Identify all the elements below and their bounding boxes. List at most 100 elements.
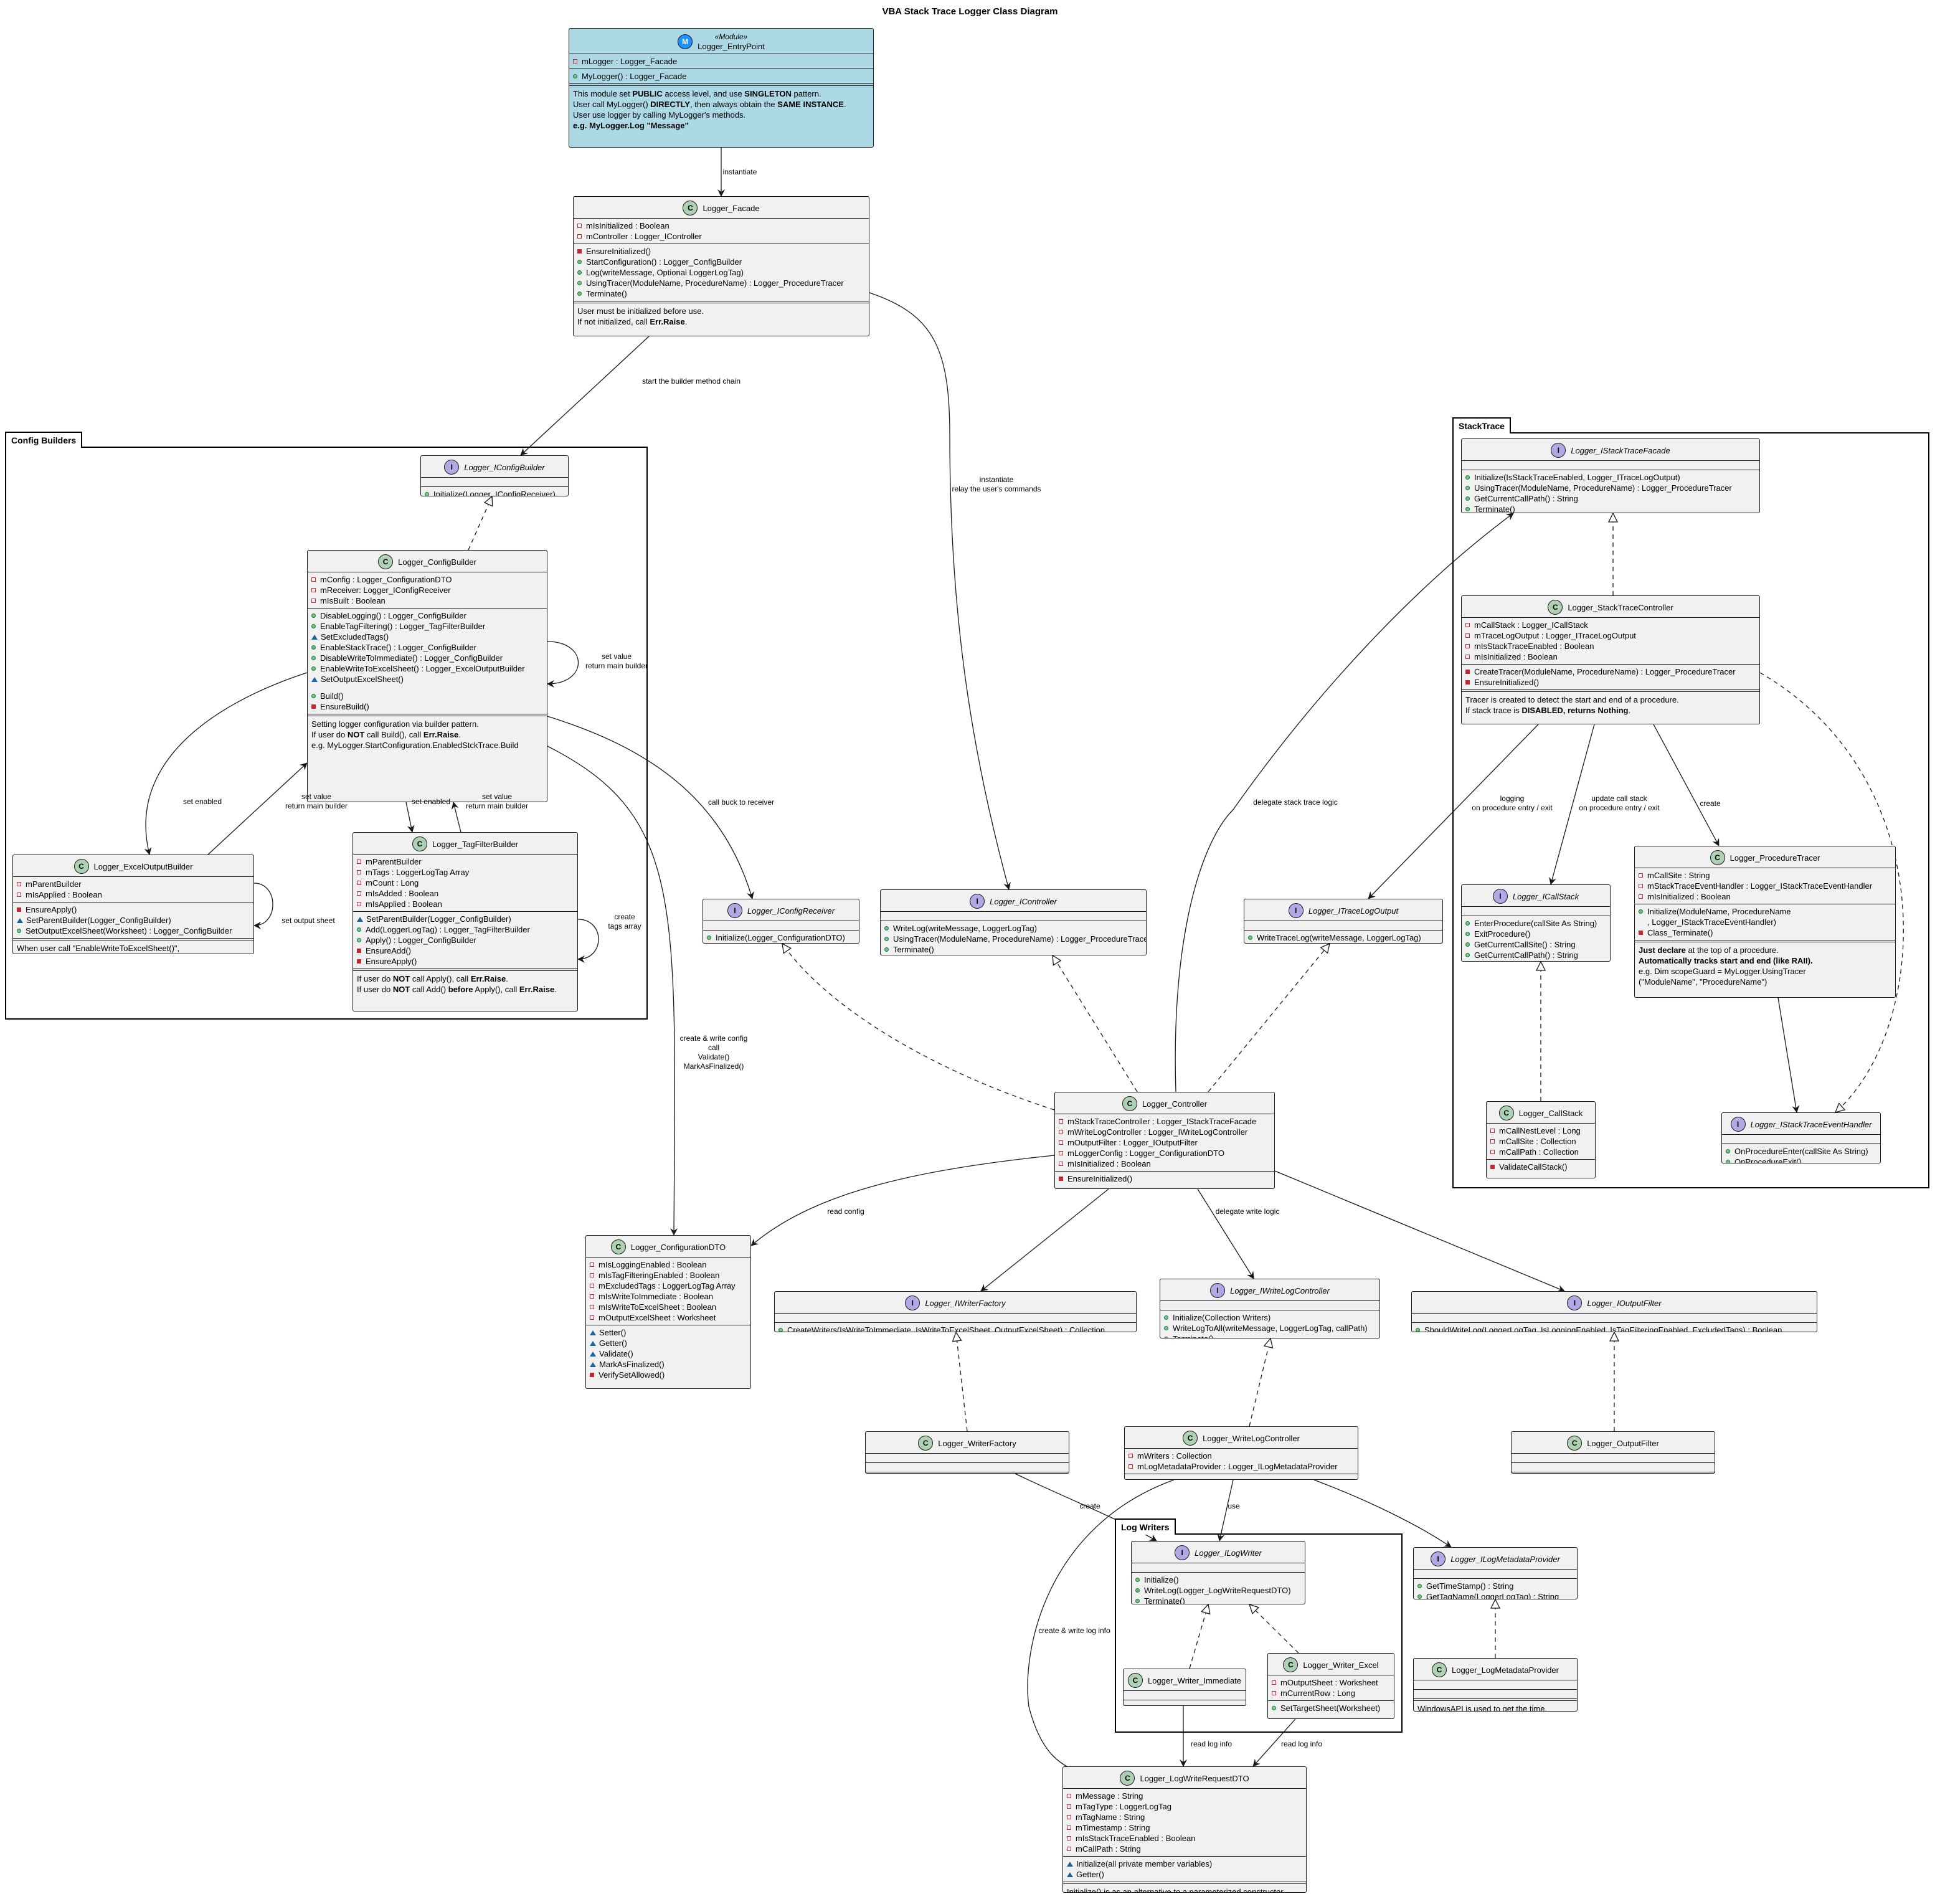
class-name: Logger_OutputFilter	[1587, 1438, 1659, 1448]
visibility-marker	[577, 291, 582, 296]
visibility-marker	[1490, 1165, 1495, 1169]
class-type-icon: C	[610, 1239, 626, 1254]
visibility-marker	[1639, 894, 1643, 899]
class-type-icon: C	[683, 201, 698, 216]
method-row: Setter()	[590, 1327, 747, 1338]
visibility-marker	[1067, 1794, 1071, 1798]
method-row: Add(LoggerLogTag) : Logger_TagFilterBuil…	[357, 924, 574, 935]
edge-label-set-enabled-tag: set enabled	[412, 797, 450, 807]
field-row: mWriteLogController : Logger_IWriteLogCo…	[1059, 1127, 1270, 1137]
method-text: Initialize(all private member variables)	[1076, 1859, 1213, 1868]
edge-label-line: create	[1079, 1501, 1100, 1510]
field-text: mController : Logger_IController	[586, 232, 702, 241]
method-text: Terminate()	[1144, 1596, 1185, 1604]
method-row: UsingTracer(ModuleName, ProcedureName) :…	[577, 278, 865, 288]
visibility-marker	[1465, 623, 1470, 627]
visibility-marker	[1164, 1315, 1168, 1320]
note-text: Automatically tracks start and end (like…	[1639, 956, 1813, 965]
visibility-marker	[17, 917, 23, 923]
note-text: If user do	[357, 985, 393, 994]
method-text: SetExcludedTags()	[321, 632, 389, 642]
method-row: Initialize(all private member variables)	[1067, 1859, 1302, 1869]
method-text: GetCurrentCallPath() : String	[1474, 494, 1578, 503]
note-line: Setting logger configuration via builder…	[311, 719, 543, 729]
visibility-marker	[17, 907, 21, 912]
note-line: e.g. MyLogger.Log "Message"	[573, 120, 869, 131]
visibility-marker	[1135, 1588, 1140, 1593]
methods-section: ShouldWriteLog(LoggerLogTag, IsLoggingEn…	[1412, 1322, 1817, 1332]
note-text: .	[506, 974, 508, 983]
methods-section: SetParentBuilder(Logger_ConfigBuilder)Ad…	[353, 911, 577, 969]
methods-section: EnsureApply()SetParentBuilder(Logger_Con…	[13, 902, 253, 938]
method-text: ValidateCallStack()	[1499, 1162, 1568, 1172]
method-row: , Logger_IStackTraceEventHandler)	[1639, 917, 1891, 927]
field-text: mIsInitialized : Boolean	[1647, 892, 1731, 901]
note-text: Apply(), call	[473, 985, 519, 994]
note-text: NOT	[347, 730, 365, 739]
note-line: Initialize() is as an alternative to a p…	[1067, 1887, 1302, 1892]
method-text: EnsureInitialized()	[1067, 1174, 1133, 1183]
method-row: EnableTagFiltering() : Logger_TagFilterB…	[311, 621, 543, 632]
class-type-icon: C	[73, 859, 89, 874]
edge-label-create-writers: create	[1079, 1502, 1100, 1511]
class-name: Logger_ExcelOutputBuilder	[93, 861, 193, 871]
methods-section: Initialize()WriteLog(Logger_LogWriteRequ…	[1132, 1572, 1305, 1604]
method-row: DisableWriteToImmediate() : Logger_Confi…	[311, 653, 543, 663]
class-title: Logger_TagFilterBuilder	[432, 840, 518, 849]
class-name: Logger_ProcedureTracer	[1729, 853, 1820, 863]
edge-label-read-log-info-excel: read log info	[1281, 1740, 1322, 1749]
methods-section: WriteTraceLog(writeMessage, LoggerLogTag…	[1244, 930, 1442, 943]
fields-section	[775, 1313, 1136, 1322]
edge-label-line: set value	[301, 792, 332, 801]
visibility-marker	[1465, 486, 1470, 490]
method-text: Initialize(Logger_ConfigurationDTO)	[716, 933, 845, 942]
visibility-marker	[1465, 655, 1470, 659]
edge-tagfilterbuilder-to-configbuilder	[451, 802, 461, 833]
class-type-icon: I	[1210, 1283, 1226, 1298]
edge-writer-excel-realizes-ilogwriter	[1249, 1604, 1299, 1654]
method-text: Build()	[320, 691, 344, 701]
visibility-marker	[1490, 1150, 1495, 1154]
visibility-marker	[1639, 884, 1643, 888]
method-text: EnableTagFiltering() : Logger_TagFilterB…	[320, 622, 486, 631]
method-row: GetCurrentCallPath() : String	[1465, 493, 1756, 504]
visibility-marker	[1465, 507, 1470, 511]
note-text: call Apply(), call	[410, 974, 471, 983]
method-text: Add(LoggerLogTag) : Logger_TagFilterBuil…	[366, 925, 530, 934]
note-text: User call MyLogger()	[573, 100, 651, 109]
class-title: Logger_ILogWriter	[1195, 1548, 1262, 1558]
class-note: Initialize() is as an alternative to a p…	[1063, 1882, 1306, 1892]
visibility-marker	[590, 1294, 594, 1299]
